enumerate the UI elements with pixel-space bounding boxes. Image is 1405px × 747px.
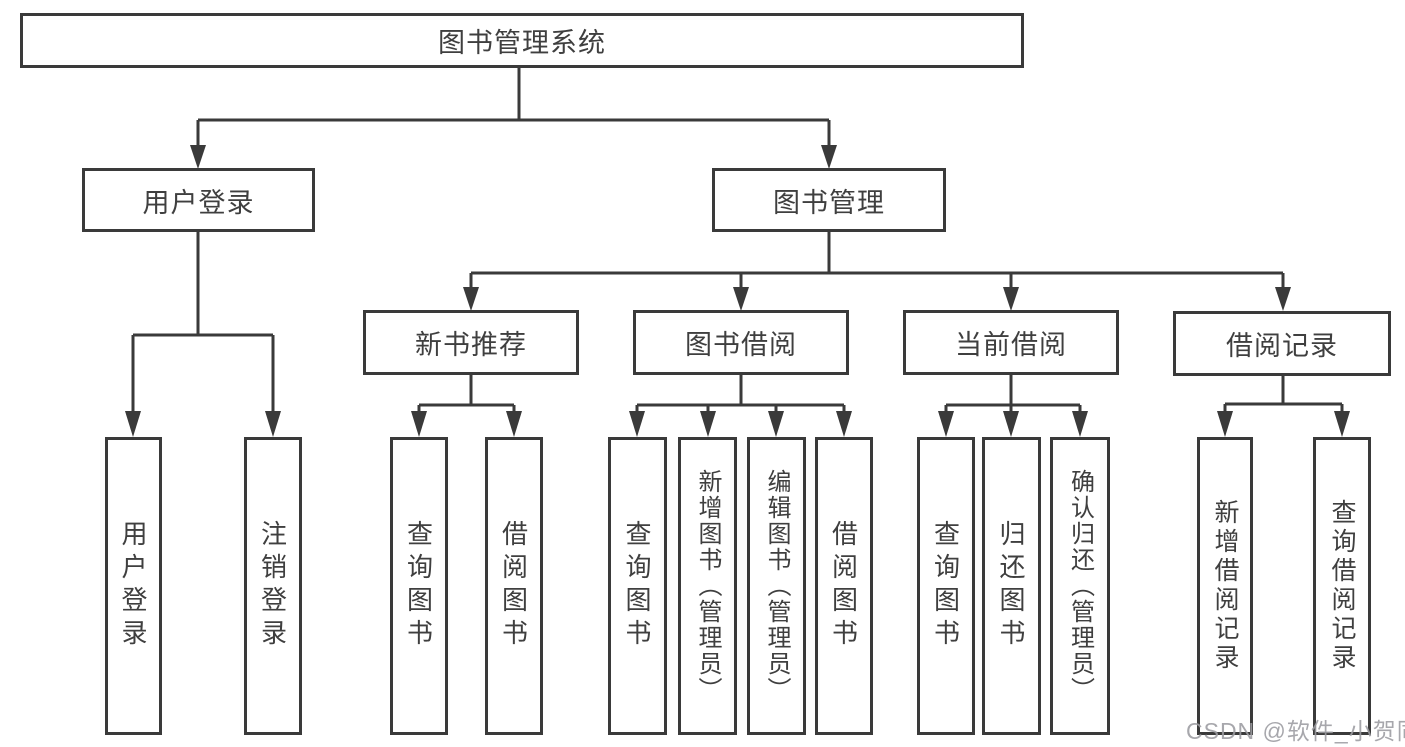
node-user-login: 用户登录 (82, 168, 315, 232)
leaf-user-login: 用户登录 (105, 437, 162, 735)
leaf-add-borrow-record: 新增借阅记录 (1197, 437, 1253, 735)
node-library-management-system: 图书管理系统 (20, 13, 1024, 68)
arrowhead-icon (265, 411, 281, 437)
arrowhead-icon (938, 411, 954, 437)
connector-paths (131, 67, 1344, 416)
arrowhead-icon (190, 145, 206, 169)
arrowhead-icon (821, 145, 837, 169)
arrowhead-icon (700, 411, 716, 437)
arrowhead-icon (1217, 411, 1233, 437)
leaf-query-borrow-record: 查询借阅记录 (1313, 437, 1371, 735)
leaf-query-books-current: 查询图书 (917, 437, 975, 735)
arrowhead-icon (1003, 287, 1019, 311)
arrowhead-icon (629, 411, 645, 437)
arrowhead-icon (768, 411, 784, 437)
arrowhead-icon (506, 411, 522, 437)
arrowhead-icon (1003, 411, 1019, 437)
leaf-edit-books-admin: 编辑图书（管理员） (747, 437, 806, 735)
arrowhead-icon (1072, 411, 1088, 437)
watermark: CSDN @软件_小贺同学 (1186, 718, 1405, 744)
leaf-return-books: 归还图书 (982, 437, 1041, 735)
arrowheads (125, 145, 1350, 437)
leaf-confirm-return-admin: 确认归还（管理员） (1050, 437, 1110, 735)
node-current-borrowing: 当前借阅 (903, 310, 1119, 375)
leaf-query-books-borrowing: 查询图书 (608, 437, 667, 735)
arrowhead-icon (733, 287, 749, 311)
leaf-query-books-recommend: 查询图书 (390, 437, 448, 735)
leaf-logout: 注销登录 (244, 437, 302, 735)
arrowhead-icon (125, 411, 141, 437)
node-borrowing-records: 借阅记录 (1173, 311, 1391, 376)
node-new-book-recommendation: 新书推荐 (363, 310, 579, 375)
arrowhead-icon (411, 411, 427, 437)
leaf-add-books-admin: 新增图书（管理员） (678, 437, 737, 735)
arrowhead-icon (463, 287, 479, 311)
leaf-borrow-books-recommend: 借阅图书 (485, 437, 543, 735)
arrowhead-icon (1275, 287, 1291, 311)
node-book-borrowing: 图书借阅 (633, 310, 849, 375)
arrowhead-icon (1334, 411, 1350, 437)
node-book-management: 图书管理 (712, 168, 946, 232)
leaf-borrow-books: 借阅图书 (815, 437, 873, 735)
arrowhead-icon (836, 411, 852, 437)
